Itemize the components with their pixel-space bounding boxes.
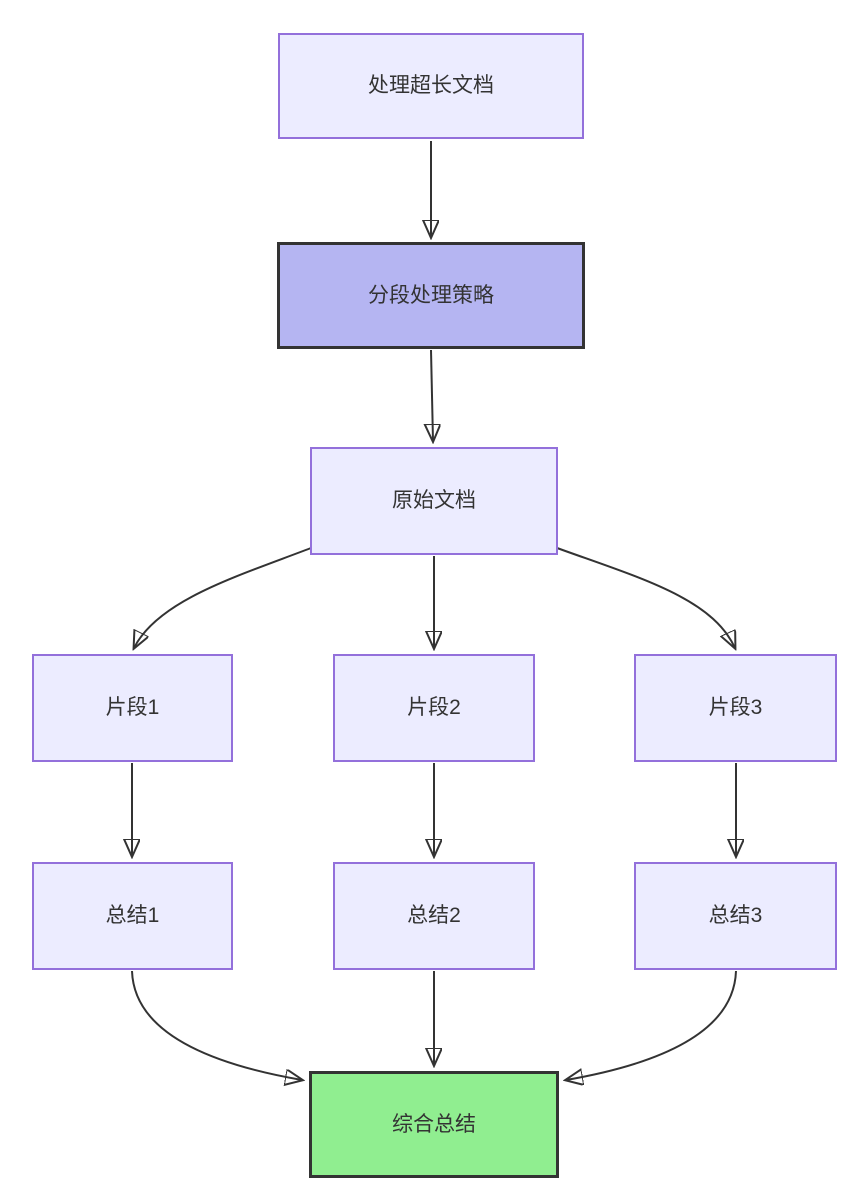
edge-strategy-doc: [431, 349, 433, 441]
node-start: 处理超长文档: [278, 33, 584, 139]
node-fragment-1: 片段1: [32, 654, 233, 762]
node-summary-2: 总结2: [333, 862, 535, 970]
edge-sum1-final: [131, 970, 302, 1080]
node-summary-3: 总结3: [634, 862, 837, 970]
node-summary-1: 总结1: [32, 862, 233, 970]
node-fragment-2: 片段2: [333, 654, 535, 762]
node-final-summary: 综合总结: [309, 1071, 559, 1178]
edge-sum3-final: [566, 970, 737, 1080]
node-fragment-3: 片段3: [634, 654, 837, 762]
node-fragment-3-label: 片段3: [708, 696, 763, 720]
node-summary-3-label: 总结3: [708, 904, 763, 928]
node-source-doc: 原始文档: [310, 447, 558, 555]
node-strategy-label: 分段处理策略: [368, 283, 494, 307]
node-start-label: 处理超长文档: [368, 74, 494, 98]
edge-doc-frag1: [134, 547, 312, 648]
node-fragment-2-label: 片段2: [407, 696, 461, 720]
node-fragment-1-label: 片段1: [105, 696, 160, 720]
node-strategy: 分段处理策略: [277, 242, 585, 349]
node-summary-2-label: 总结2: [407, 904, 461, 928]
edge-doc-frag3: [556, 547, 735, 648]
node-source-doc-label: 原始文档: [392, 489, 476, 513]
node-summary-1-label: 总结1: [105, 904, 160, 928]
node-final-summary-label: 综合总结: [392, 1112, 476, 1136]
